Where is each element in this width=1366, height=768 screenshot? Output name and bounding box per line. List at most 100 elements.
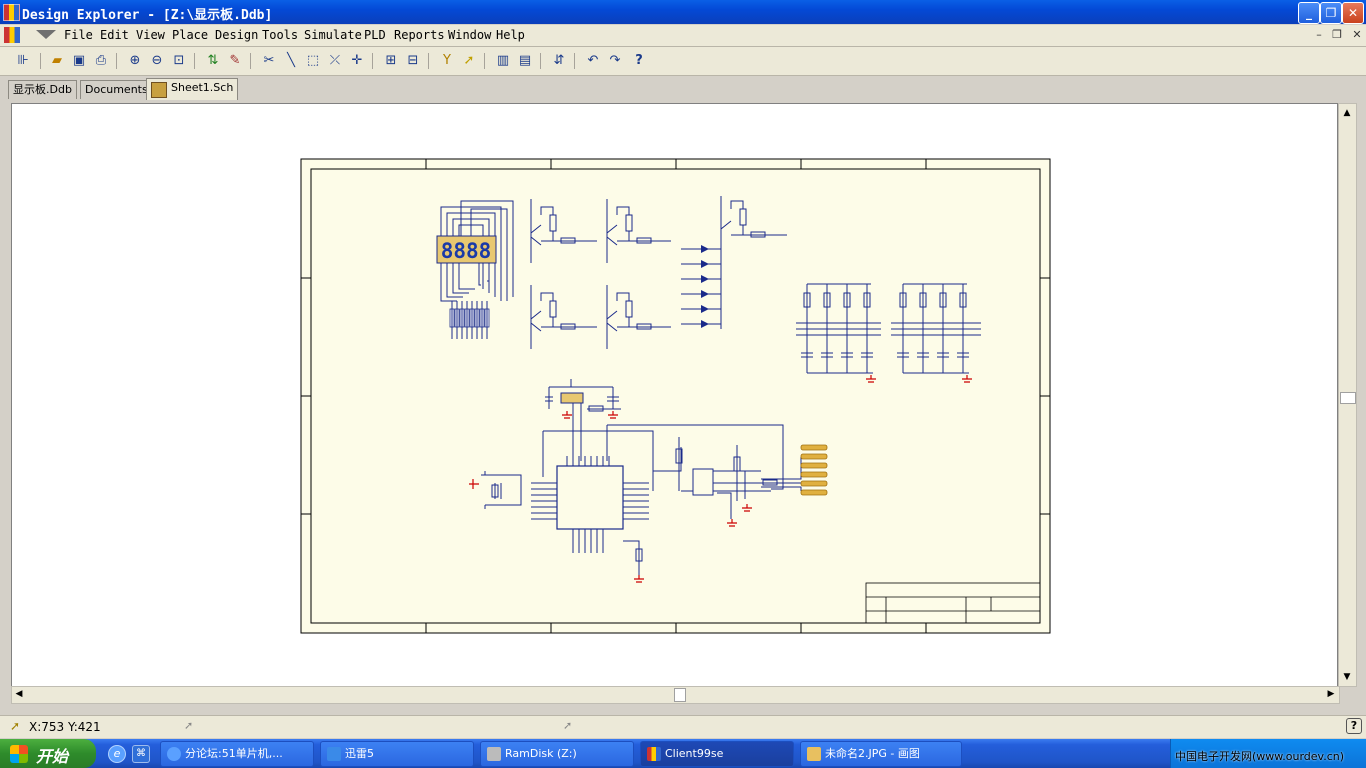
menu-tools[interactable]: Tools xyxy=(262,28,299,42)
protel-icon xyxy=(647,747,661,761)
status-bar: ➚ X:753 Y:421 ➚ ➚ ? xyxy=(0,715,1366,738)
maximize-button[interactable]: ❐ xyxy=(1320,2,1342,24)
task-ramdisk[interactable]: RamDisk (Z:) xyxy=(480,741,634,767)
zone-marks xyxy=(301,159,1050,633)
print-icon[interactable]: ⎙ xyxy=(95,53,107,68)
menu-view[interactable]: View xyxy=(136,28,165,42)
status-pane-icon: ➚ xyxy=(184,719,194,732)
cross-probe-icon[interactable]: ✎ xyxy=(229,53,241,68)
close-button[interactable]: ✕ xyxy=(1342,2,1364,24)
redo-icon[interactable]: ↷ xyxy=(609,53,621,68)
highlight-icon[interactable]: ➚ xyxy=(463,53,475,68)
zoom-fit-icon[interactable]: ⊡ xyxy=(173,53,185,68)
toolbar-separator xyxy=(484,53,485,69)
mdi-restore-icon[interactable]: ❐ xyxy=(1332,28,1342,41)
menu-file[interactable]: File xyxy=(64,28,93,42)
vertical-scrollbar[interactable]: ▲ ▼ xyxy=(1338,103,1357,687)
cursor-icon: ➚ xyxy=(10,719,21,733)
app-icon[interactable] xyxy=(3,4,20,21)
tab-documents[interactable]: Documents xyxy=(80,80,153,99)
status-pane-icon: ➚ xyxy=(563,719,573,732)
menu-edit[interactable]: Edit xyxy=(100,28,129,42)
toolbar-separator xyxy=(194,53,195,69)
menu-pld[interactable]: PLD xyxy=(364,28,386,42)
thunder-icon xyxy=(327,747,341,761)
microcontroller xyxy=(481,424,784,575)
toolbar: ⊪ ▰ ▣ ⎙ ⊕ ⊖ ⊡ ⇅ ✎ ✂ ╲ ⬚ ⤫ ✛ ⊞ ⊟ Y ➚ ▥ ▤ … xyxy=(0,47,1366,76)
transistor-drivers xyxy=(530,196,787,349)
paint-icon xyxy=(807,747,821,761)
select-box-icon[interactable]: ⬚ xyxy=(306,53,320,68)
toolbar-separator xyxy=(540,53,541,69)
tab-sheet1-label: Sheet1.Sch xyxy=(171,81,234,94)
scroll-left-icon[interactable]: ◀ xyxy=(15,689,23,699)
resistor-bank-right xyxy=(891,283,981,374)
task-client99se[interactable]: Client99se xyxy=(640,741,794,767)
scroll-down-icon[interactable]: ▼ xyxy=(1343,672,1351,682)
align-icon[interactable]: ⇵ xyxy=(553,53,565,68)
horizontal-scrollbar[interactable]: ◀ ▶ xyxy=(11,686,1340,704)
zoom-out-icon[interactable]: ⊖ xyxy=(151,53,163,68)
menu-design[interactable]: Design xyxy=(215,28,259,42)
design-manager-icon[interactable]: ⊪ xyxy=(17,53,29,68)
help-icon[interactable]: ? xyxy=(635,53,643,68)
back-arrow-icon[interactable] xyxy=(36,30,56,39)
scroll-up-icon[interactable]: ▲ xyxy=(1343,108,1351,118)
hierarchy-icon[interactable]: ⇅ xyxy=(207,53,219,68)
tab-sheet1[interactable]: Sheet1.Sch xyxy=(146,78,239,100)
book-icon[interactable]: ▥ xyxy=(496,53,510,68)
title-bar: Design Explorer - [Z:\显示板.Ddb] _ ❐ ✕ xyxy=(0,0,1366,24)
scroll-right-icon[interactable]: ▶ xyxy=(1327,689,1335,699)
internet-explorer-icon[interactable]: e xyxy=(108,745,126,763)
menu-window[interactable]: Window xyxy=(448,28,492,42)
undo-icon[interactable]: ↶ xyxy=(587,53,599,68)
move-icon[interactable]: ✛ xyxy=(351,53,363,68)
toolbar-separator xyxy=(372,53,373,69)
schematic-canvas[interactable]: 8888 xyxy=(11,103,1338,687)
open-folder-icon[interactable]: ▰ xyxy=(52,53,62,68)
system-tray: 中国电子开发网(www.ourdev.cn) xyxy=(1170,739,1366,768)
minimize-button[interactable]: _ xyxy=(1298,2,1320,24)
browse-library-icon[interactable]: ⊟ xyxy=(407,53,419,68)
task-forum[interactable]: 分论坛:51单片机,... xyxy=(160,741,314,767)
menu-bar: File Edit View Place Design Tools Simula… xyxy=(0,25,1366,47)
title-block xyxy=(865,582,1041,624)
library-icon[interactable]: ⊞ xyxy=(385,53,397,68)
mdi-minimize-icon[interactable]: – xyxy=(1316,28,1322,41)
resistor-bank-left xyxy=(796,283,881,374)
windows-logo-icon xyxy=(10,745,28,763)
line-tool-icon[interactable]: ╲ xyxy=(287,53,295,68)
window-title: Design Explorer - [Z:\显示板.Ddb] xyxy=(22,8,273,23)
wire-tool-icon[interactable]: ✂ xyxy=(263,53,275,68)
document-icon[interactable] xyxy=(4,27,20,43)
save-icon[interactable]: ▣ xyxy=(72,53,86,68)
drive-icon xyxy=(487,747,501,761)
menu-simulate[interactable]: Simulate xyxy=(304,28,362,42)
menu-help[interactable]: Help xyxy=(496,28,525,42)
tray-watermark: 中国电子开发网(www.ourdev.cn) xyxy=(1175,750,1345,763)
task-paint[interactable]: 未命名2.JPG - 画图 xyxy=(800,741,962,767)
schematic-drawing[interactable]: 8888 xyxy=(12,104,1337,686)
seven-segment-display: 8888 xyxy=(436,200,514,339)
help-button[interactable]: ? xyxy=(1346,718,1362,734)
menu-place[interactable]: Place xyxy=(172,28,209,42)
tab-database[interactable]: 显示板.Ddb xyxy=(8,80,77,99)
deselect-icon[interactable]: ⤫ xyxy=(329,53,341,68)
pin-header xyxy=(800,444,828,496)
probe-icon[interactable]: Y xyxy=(443,53,451,68)
menu-reports[interactable]: Reports xyxy=(394,28,445,42)
book-open-icon[interactable]: ▤ xyxy=(518,53,532,68)
vertical-scroll-thumb[interactable] xyxy=(1340,392,1356,404)
zoom-in-icon[interactable]: ⊕ xyxy=(129,53,141,68)
task-thunder[interactable]: 迅雷5 xyxy=(320,741,474,767)
voltage-regulator xyxy=(545,379,621,461)
horizontal-scroll-thumb[interactable] xyxy=(674,688,686,702)
document-tabs: 显示板.Ddb Documents Sheet1.Sch xyxy=(0,78,1366,100)
interface-circuit xyxy=(675,437,828,519)
toolbar-separator xyxy=(116,53,117,69)
start-button[interactable]: 开始 xyxy=(0,739,96,768)
start-label: 开始 xyxy=(36,747,69,766)
mdi-close-icon[interactable]: ✕ xyxy=(1352,28,1362,41)
toolbar-separator xyxy=(40,53,41,69)
quick-launch-icon[interactable]: ⌘ xyxy=(132,745,150,763)
